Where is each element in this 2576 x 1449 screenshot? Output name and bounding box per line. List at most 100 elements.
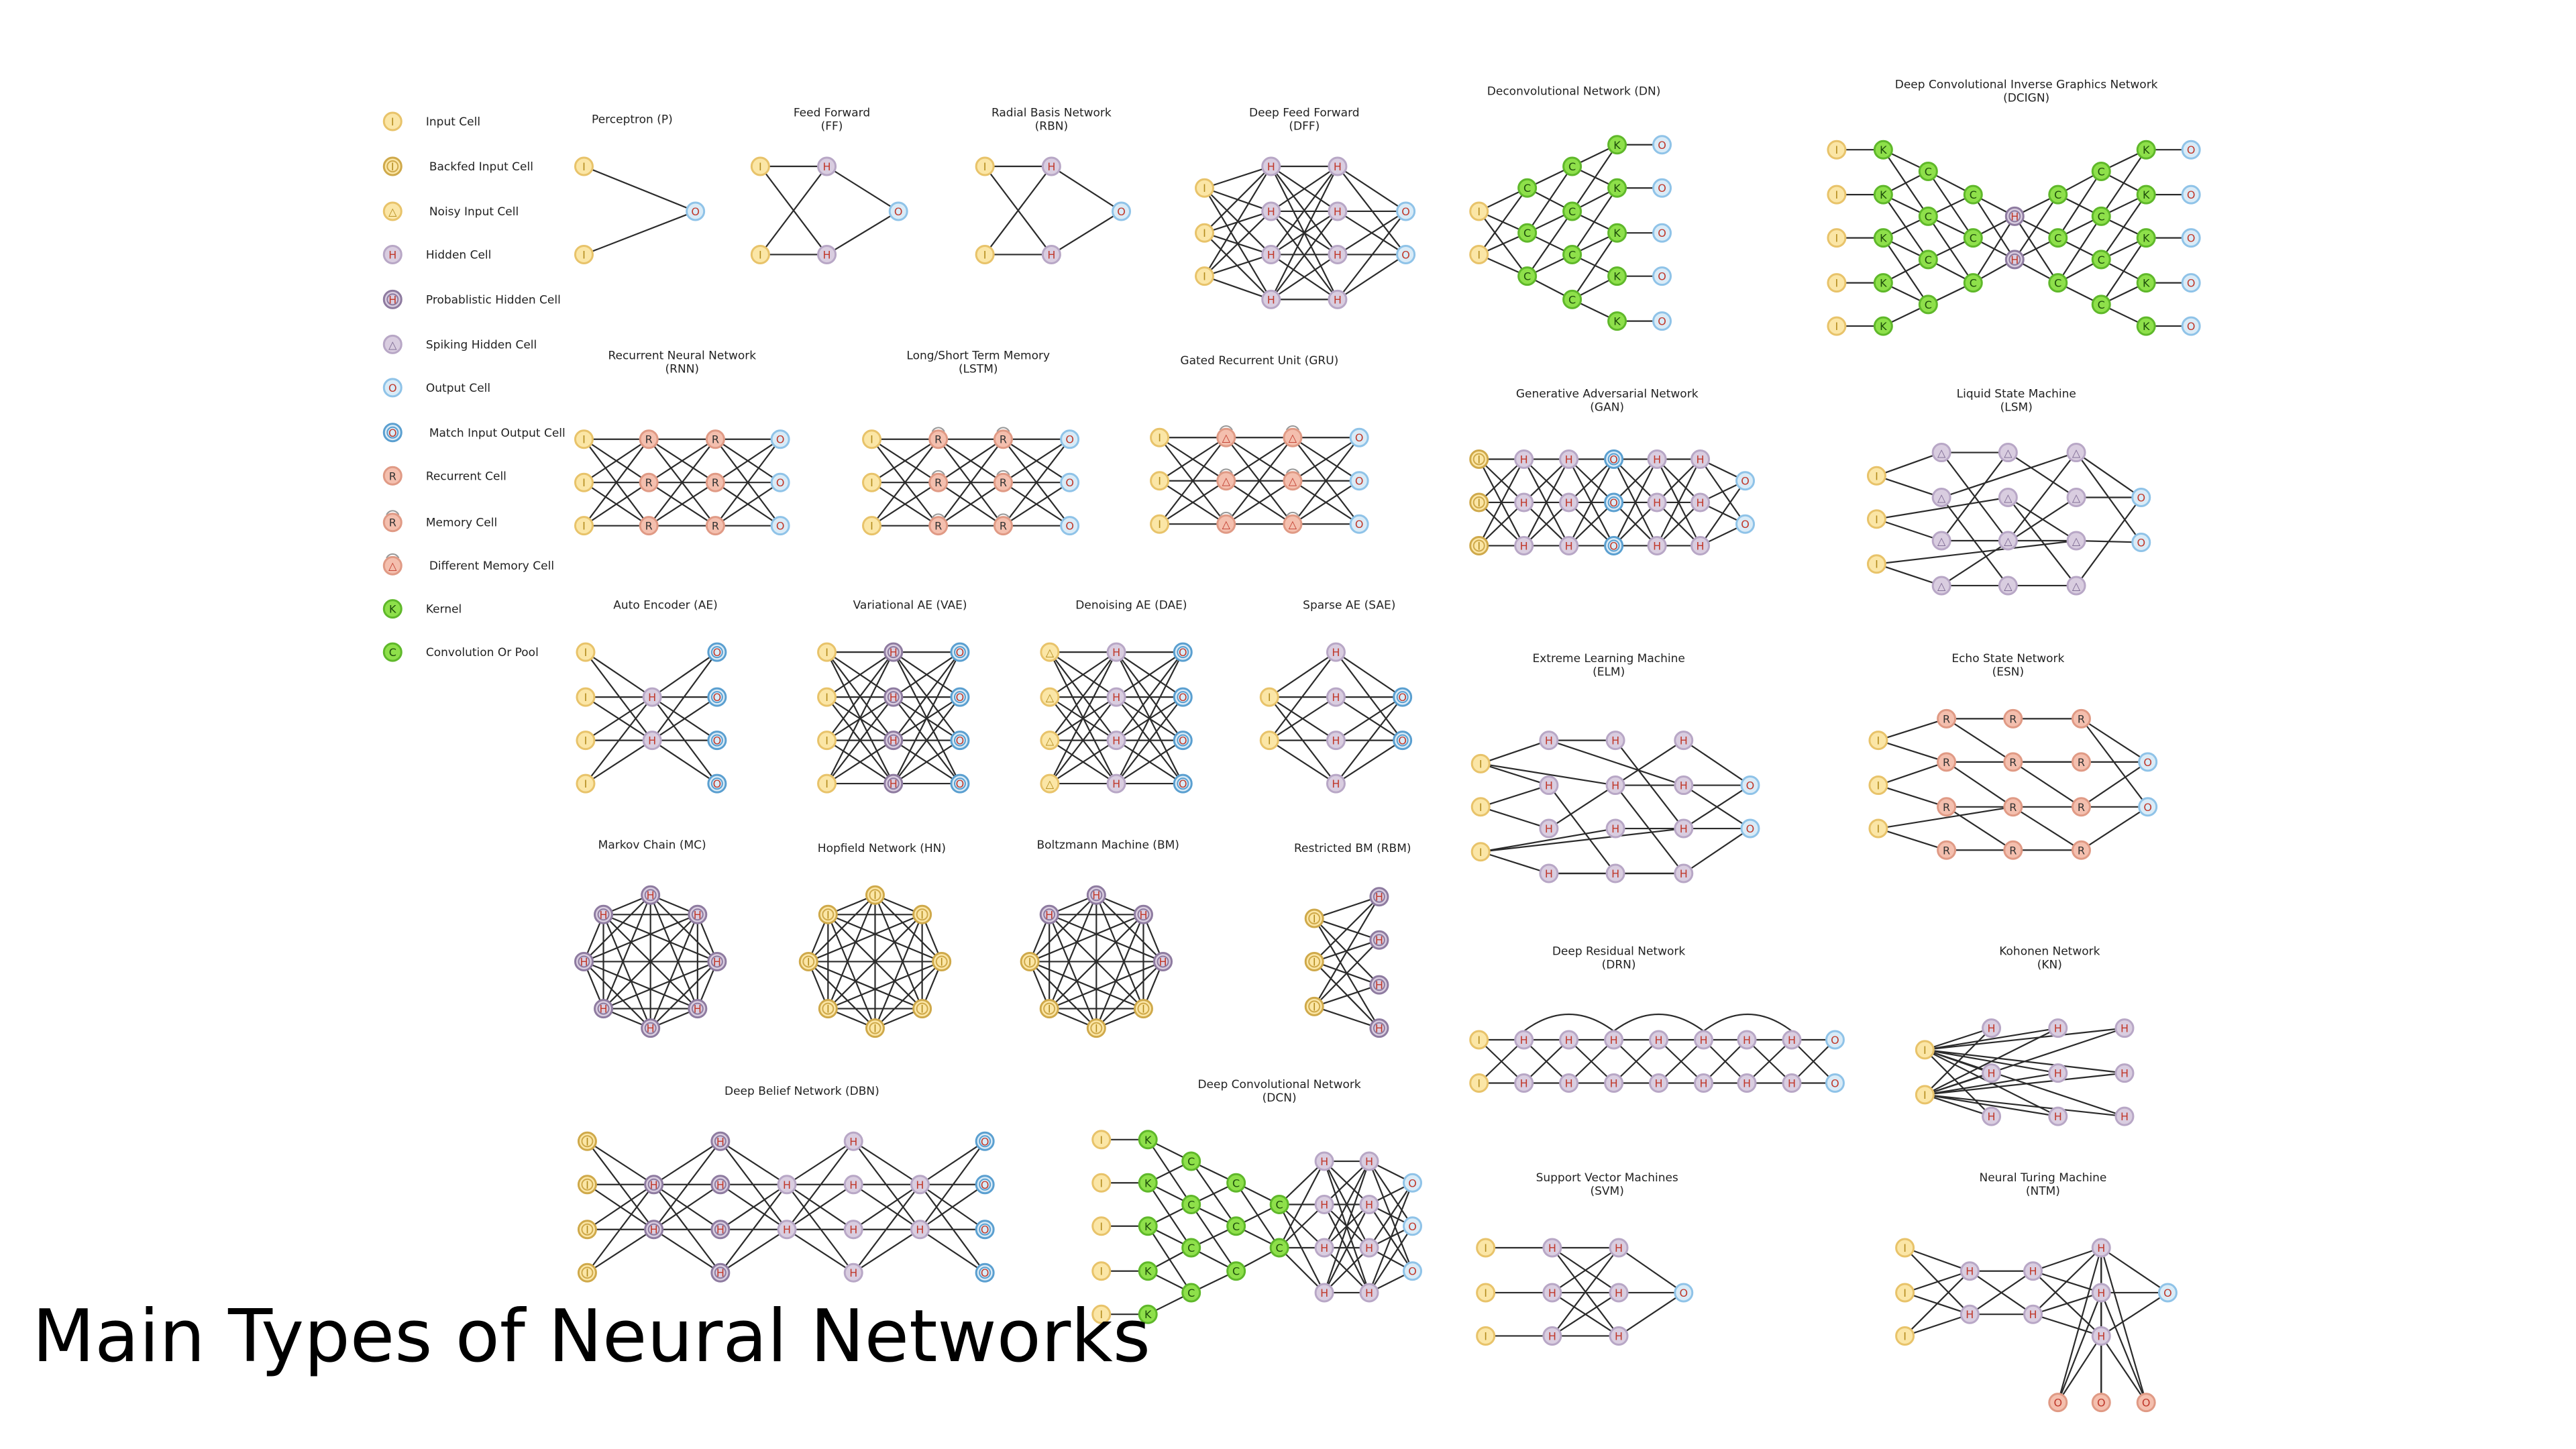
svg-text:H: H	[1520, 453, 1528, 466]
connection-edge	[1159, 437, 1227, 525]
drn-title: (DRN)	[1602, 959, 1636, 972]
connection-edge	[1548, 739, 1684, 786]
lsm-node: △	[2066, 531, 2086, 551]
connection-edge	[714, 438, 781, 484]
svg-text:C: C	[1925, 254, 1932, 266]
connection-edge	[919, 1228, 985, 1274]
svg-text:I: I	[1313, 912, 1316, 925]
dcign-title: (DCIGN)	[2003, 91, 2049, 105]
svg-text:I: I	[920, 1003, 924, 1016]
svg-text:K: K	[1880, 277, 1887, 290]
connection-edge	[826, 739, 894, 785]
kn-node: H	[2114, 1063, 2135, 1083]
dff-node: I	[1195, 266, 1215, 286]
svg-text:K: K	[1880, 320, 1887, 333]
dbn-node: H	[777, 1220, 797, 1240]
svg-text:H: H	[1611, 867, 1619, 880]
elm-node: H	[1674, 731, 1694, 751]
svg-text:I: I	[1835, 189, 1839, 201]
svg-text:I: I	[584, 646, 588, 659]
svg-text:O: O	[1831, 1077, 1839, 1089]
dcn-node: K	[1138, 1304, 1158, 1324]
dn-node: O	[1652, 266, 1672, 286]
ntm-node: O	[2136, 1393, 2156, 1413]
dcn-node: K	[1138, 1173, 1158, 1193]
dn-node: C	[1562, 289, 1582, 309]
svg-text:K: K	[1613, 139, 1621, 152]
svg-text:H: H	[1520, 496, 1528, 509]
svg-text:R: R	[2009, 712, 2017, 725]
rnn-node: I	[574, 472, 594, 492]
svg-text:H: H	[849, 1179, 857, 1191]
ff-node: O	[888, 201, 908, 221]
svg-text:H: H	[648, 735, 656, 747]
connection-edge	[1116, 696, 1184, 784]
svm-node: H	[1609, 1238, 1629, 1258]
connection-edge	[583, 482, 649, 527]
dcign-node: K	[1873, 273, 1893, 293]
connection-edge	[1271, 254, 1338, 301]
connection-edge	[1049, 914, 1144, 1010]
svg-text:H: H	[1655, 1077, 1663, 1089]
svg-text:K: K	[1144, 1177, 1152, 1189]
gru-title: Gated Recurrent Unit (GRU)	[1180, 354, 1338, 368]
drn-node: H	[1737, 1030, 1757, 1050]
svg-text:H: H	[1045, 908, 1053, 921]
bm-node: I	[1020, 951, 1040, 971]
svg-text:H: H	[1545, 822, 1553, 835]
svg-text:R: R	[1000, 433, 1007, 446]
connection-edge	[1478, 458, 1525, 546]
svg-text:I: I	[1203, 227, 1206, 239]
svg-text:C: C	[1187, 1242, 1195, 1254]
elm-title: (ELM)	[1593, 665, 1625, 679]
svg-text:R: R	[934, 476, 942, 489]
svg-text:H: H	[1615, 1242, 1623, 1254]
svg-text:O: O	[776, 433, 785, 446]
hn-node: I	[818, 904, 838, 924]
svg-text:O: O	[2143, 756, 2152, 769]
svg-text:△: △	[1222, 518, 1231, 531]
svg-text:C: C	[2098, 210, 2105, 223]
svm-node: H	[1609, 1326, 1629, 1346]
svg-text:I: I	[586, 1135, 589, 1148]
connection-edge	[1116, 651, 1184, 784]
connection-edge	[938, 482, 1004, 527]
legend-label: Probablistic Hidden Cell	[426, 293, 561, 307]
svg-text:I: I	[870, 476, 873, 489]
dcign-node: C	[1918, 250, 1938, 270]
connection-edge	[1925, 1093, 1992, 1118]
ae-node: H	[642, 731, 662, 751]
svg-text:I: I	[1477, 1034, 1481, 1046]
connection-edge	[1203, 211, 1272, 277]
lstm-node: I	[862, 516, 882, 536]
lsm-node: △	[1998, 488, 2018, 508]
ntm-title: Neural Turing Machine	[1979, 1171, 2106, 1185]
dcign-node: O	[2181, 228, 2201, 248]
dcign-node: C	[2091, 206, 2111, 226]
connection-edge	[1271, 166, 1338, 212]
svg-text:O: O	[1609, 539, 1618, 552]
svg-text:I: I	[1875, 470, 1878, 482]
legend-label: Memory Cell	[426, 517, 497, 530]
svg-text:I: I	[807, 955, 810, 968]
connection-edge	[714, 482, 781, 527]
ae-node: I	[576, 731, 596, 751]
elm-node: H	[1674, 818, 1694, 839]
connection-edge	[853, 1184, 921, 1273]
gan-node: H	[1647, 449, 1667, 469]
ntm-node: H	[1960, 1261, 1980, 1281]
connection-edge	[2007, 451, 2077, 498]
svg-text:K: K	[1880, 144, 1887, 156]
svg-text:C: C	[2054, 189, 2061, 201]
rnn-node: R	[705, 516, 725, 536]
connection-edge	[1746, 1039, 1792, 1084]
drn-node: H	[1514, 1030, 1534, 1050]
svg-text:H: H	[580, 955, 588, 968]
drn-node: H	[1782, 1073, 1802, 1093]
lstm-node: R	[993, 470, 1013, 492]
ff-title: Feed Forward	[794, 107, 870, 120]
connection-edge	[1878, 806, 2013, 830]
svg-text:R: R	[2009, 844, 2017, 857]
dn-title: Deconvolutional Network (DN)	[1487, 85, 1661, 98]
dcign-node: C	[1963, 184, 1983, 205]
